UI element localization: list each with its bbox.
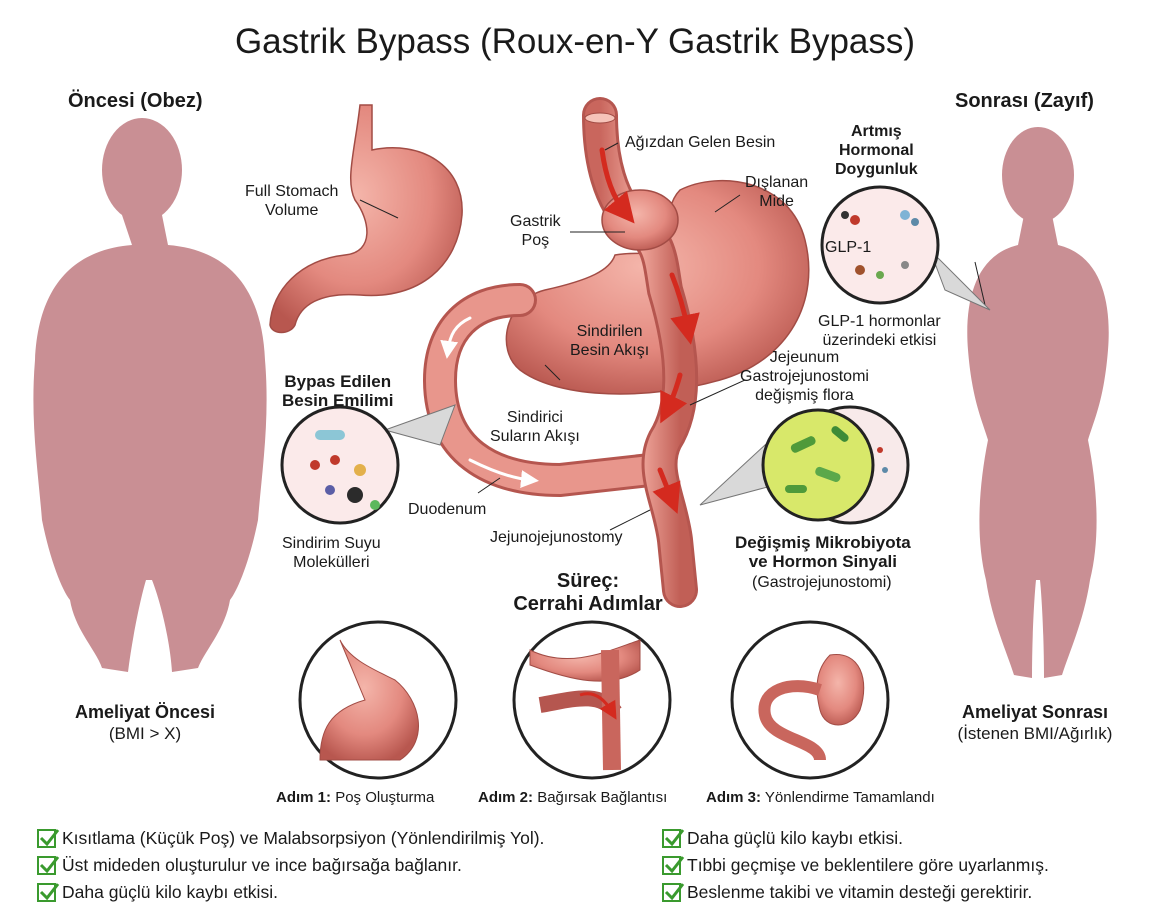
label-bypassed-title: Bypas Edilen Besin Emilimi [282, 372, 394, 410]
before-caption-sub: (BMI > X) [108, 724, 182, 743]
step-2-circle [512, 620, 672, 780]
list-item-text: Daha güçlü kilo kaybı etkisi. [687, 828, 903, 848]
list-item: Tıbbi geçmişe ve beklentilere göre uyarl… [687, 852, 1049, 879]
check-icons [37, 829, 685, 902]
bullet-list-left: Kısıtlama (Küçük Poş) ve Malabsorpsiyon … [62, 825, 544, 906]
slim-silhouette [967, 127, 1109, 678]
step-1-number: Adım 1: [276, 789, 332, 806]
step-3-number: Adım 3: [706, 789, 762, 806]
step-2-text: Bağırsak Bağlantısı [537, 789, 668, 806]
after-heading: Sonrası (Zayıf) [955, 90, 1094, 112]
label-food-from-mouth: Ağızdan Gelen Besin [625, 134, 776, 151]
before-heading: Öncesi (Obez) [68, 90, 203, 112]
list-item-text: Kısıtlama (Küçük Poş) ve Malabsorpsiyon … [62, 828, 545, 848]
hormonal-circle [820, 185, 991, 311]
label-jejunum-gj: Jejeunum Gastrojejunostomi değişmiş flor… [740, 349, 869, 404]
list-item-text: Üst mideden oluşturulur ve ince bağırsağ… [62, 855, 462, 875]
intestine-loops [422, 283, 667, 498]
step-2-number: Adım 2: [478, 789, 534, 806]
label-juice-molecules: Sindirim Suyu Molekülleri [282, 535, 381, 571]
label-gastric-pouch: Gastrik Poş [510, 213, 561, 249]
label-duodenum: Duodenum [408, 501, 487, 518]
step-1-text: Poş Oluşturma [335, 789, 435, 806]
label-microbiota-title: Değişmiş Mikrobiyota ve Hormon Sinyali [735, 533, 911, 571]
page-title: Gastrik Bypass (Roux-en-Y Gastrik Bypass… [234, 22, 916, 61]
obese-silhouette [33, 118, 267, 672]
full-stomach [269, 104, 463, 334]
list-item: Üst mideden oluşturulur ve ince bağırsağ… [62, 852, 544, 879]
step-1-caption: Adım 1: Poş Oluşturma [276, 789, 434, 806]
label-glp1-effect: GLP-1 hormonlar üzerindeki etkisi [818, 313, 941, 349]
label-excluded-stomach: Dışlanan Mide [745, 174, 809, 210]
list-item: Daha güçlü kilo kaybı etkisi. [687, 825, 1049, 852]
pointer-lines [359, 142, 986, 531]
list-item-text: Beslenme takibi ve vitamin desteği gerek… [687, 882, 1033, 902]
step-3-circle [730, 620, 890, 780]
step-3-caption: Adım 3: Yönlendirme Tamamlandı [706, 789, 935, 806]
label-digested-flow: Sindirilen Besin Akışı [570, 323, 650, 359]
list-item: Beslenme takibi ve vitamin desteği gerek… [687, 879, 1049, 906]
bullet-list-right: Daha güçlü kilo kaybı etkisi. Tıbbi geçm… [687, 825, 1049, 906]
after-caption-sub: (İstenen BMI/Ağırlık) [957, 724, 1113, 743]
list-item: Kısıtlama (Küçük Poş) ve Malabsorpsiyon … [62, 825, 544, 852]
process-title: Süreç: Cerrahi Adımlar [513, 570, 663, 615]
list-item-text: Daha güçlü kilo kaybı etkisi. [62, 882, 278, 902]
label-jejunojejunostomy: Jejunojejunostomy [490, 529, 623, 546]
label-glp1: GLP-1 [825, 239, 872, 256]
bypass-circle [280, 404, 456, 525]
list-item-text: Tıbbi geçmişe ve beklentilere göre uyarl… [687, 855, 1049, 875]
before-caption-title: Ameliyat Öncesi [74, 702, 216, 722]
label-microbiota-sub: (Gastrojejunostomi) [752, 574, 892, 591]
after-caption-title: Ameliyat Sonrası [961, 702, 1109, 722]
label-digestive-juice-flow: Sindirici Suların Akışı [490, 409, 580, 445]
label-full-stomach: Full Stomach Volume [245, 183, 339, 219]
roux-limb [582, 97, 700, 608]
after-caption: Ameliyat Sonrası (İstenen BMI/Ağırlık) [935, 702, 1135, 744]
step-1-circle [298, 620, 458, 780]
label-hormonal-title: Artmış Hormonal Doygunluk [835, 123, 918, 178]
list-item: Daha güçlü kilo kaybı etkisi. [62, 879, 544, 906]
step-2-caption: Adım 2: Bağırsak Bağlantısı [478, 789, 667, 806]
step-3-text: Yönlendirme Tamamlandı [764, 789, 935, 806]
microbiota-circle [699, 405, 910, 525]
before-caption: Ameliyat Öncesi (BMI > X) [50, 702, 240, 744]
